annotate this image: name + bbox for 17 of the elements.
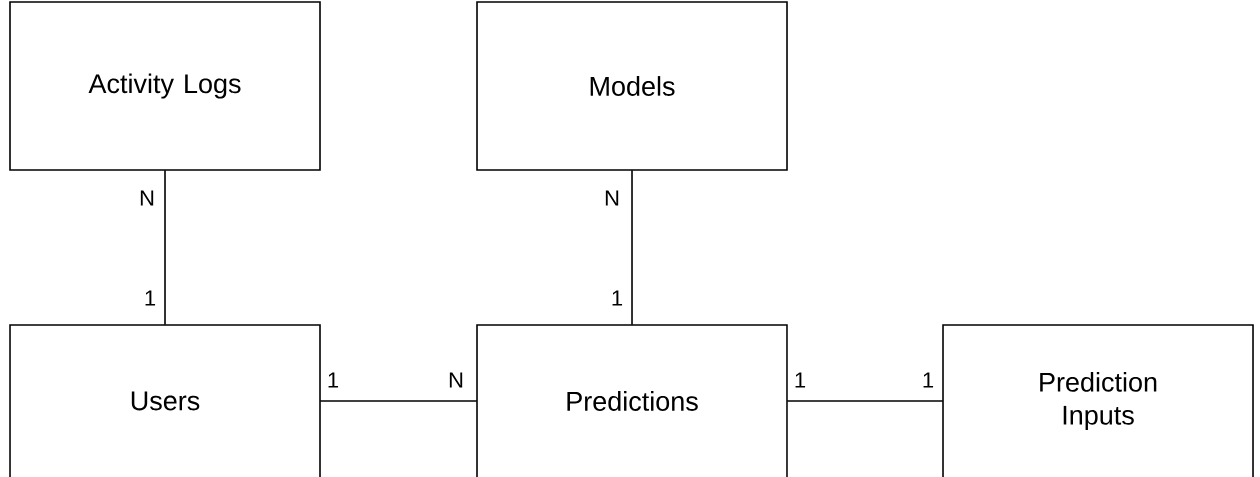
entity-box: Prediction Inputs <box>942 324 1254 477</box>
cardinality-label: 1 <box>145 290 156 306</box>
entity-box: Predictions <box>476 324 788 477</box>
entity-box: Models <box>476 1 788 171</box>
relationship-line <box>164 169 166 326</box>
cardinality-label: N <box>449 372 463 388</box>
relationship-line <box>786 400 944 402</box>
cardinality-label: 1 <box>795 372 806 388</box>
cardinality-label: N <box>605 190 619 206</box>
entity-box: Users <box>9 324 321 477</box>
cardinality-label: 1 <box>328 372 339 388</box>
cardinality-label: 1 <box>923 372 934 388</box>
cardinality-label: N <box>140 190 154 206</box>
cardinality-label: 1 <box>612 290 623 306</box>
relationship-line <box>319 400 478 402</box>
relationship-line <box>631 169 633 326</box>
entity-box: Activity Logs <box>9 1 321 171</box>
